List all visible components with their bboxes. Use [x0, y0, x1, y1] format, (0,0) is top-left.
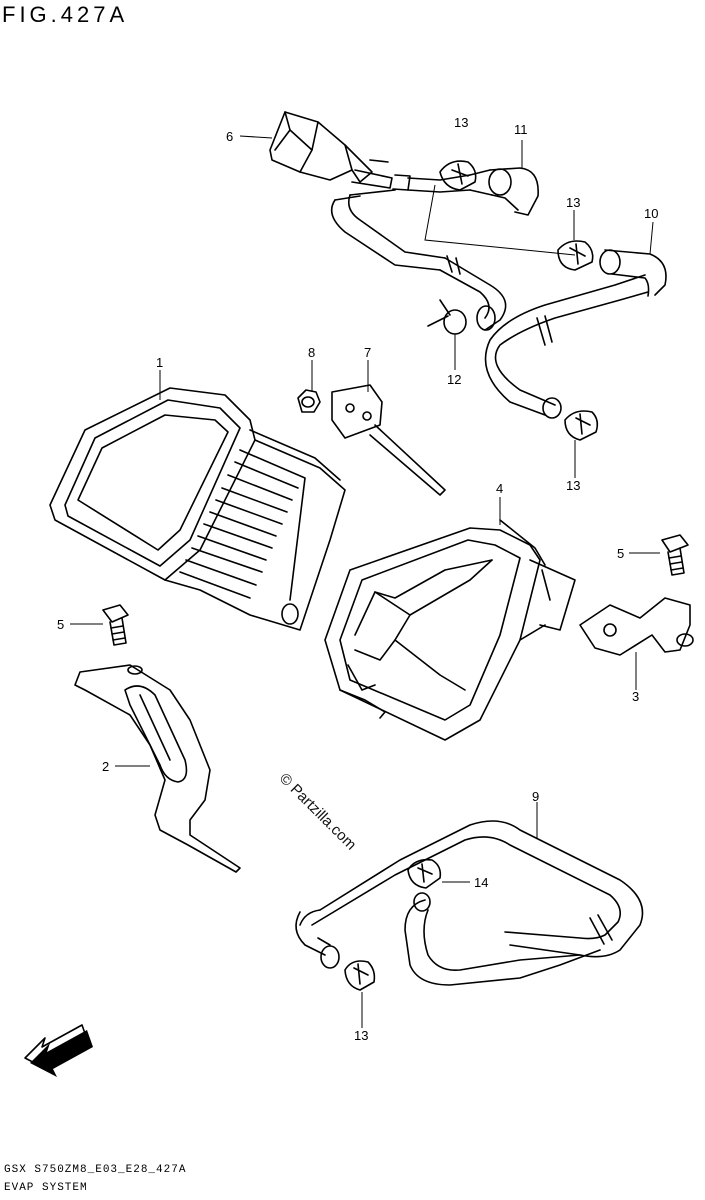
- callout-6: 6: [226, 129, 233, 144]
- footer-code: GSX S750ZM8_E03_E28_427A: [4, 1164, 187, 1176]
- part-13-clamp-upper: [439, 160, 477, 191]
- callout-labels: 6 13 11 13 10 1 8 7 12 13 4 5 5 3 2 9 14…: [57, 115, 658, 1043]
- leader-lines: [70, 135, 660, 1028]
- callout-9: 9: [532, 789, 539, 804]
- callout-13-lower-right: 13: [566, 478, 580, 493]
- part-8-nut: [297, 389, 321, 413]
- part-4-holder: [324, 519, 576, 741]
- callout-14: 14: [474, 875, 488, 890]
- callout-3: 3: [632, 689, 639, 704]
- callout-5-right: 5: [617, 546, 624, 561]
- part-5-bolt-right: [661, 534, 689, 576]
- part-13-clamp-lower-right: [564, 410, 599, 441]
- fwd-arrow-icon: FWD: [24, 1024, 93, 1077]
- part-11-hose: [330, 167, 539, 331]
- part-13-clamp-bottom: [344, 960, 376, 991]
- callout-1: 1: [156, 355, 163, 370]
- part-13-clamp-right: [557, 240, 594, 271]
- part-2-bracket: [74, 664, 241, 873]
- callout-13-bottom: 13: [354, 1028, 368, 1043]
- part-14-clamp: [407, 858, 442, 889]
- part-1-canister: [49, 387, 346, 631]
- callout-2: 2: [102, 759, 109, 774]
- part-3-bracket: [579, 597, 694, 656]
- callout-8: 8: [308, 345, 315, 360]
- callout-11: 11: [514, 122, 528, 137]
- part-10-hose: [484, 249, 667, 419]
- callout-12: 12: [447, 372, 461, 387]
- callout-13-right: 13: [566, 195, 580, 210]
- callout-5-left: 5: [57, 617, 64, 632]
- callout-10: 10: [644, 206, 658, 221]
- part-6-purge-valve: [269, 111, 411, 191]
- part-5-bolt-left: [102, 604, 129, 646]
- callout-13-top: 13: [454, 115, 468, 130]
- callout-4: 4: [496, 481, 503, 496]
- callout-7: 7: [364, 345, 371, 360]
- figure-title: FIG.427A: [2, 2, 129, 27]
- footer-title: EVAP SYSTEM: [4, 1182, 88, 1194]
- part-12-clip: [427, 299, 467, 335]
- part-9-hose: [295, 820, 644, 986]
- part-7-bracket: [331, 384, 446, 496]
